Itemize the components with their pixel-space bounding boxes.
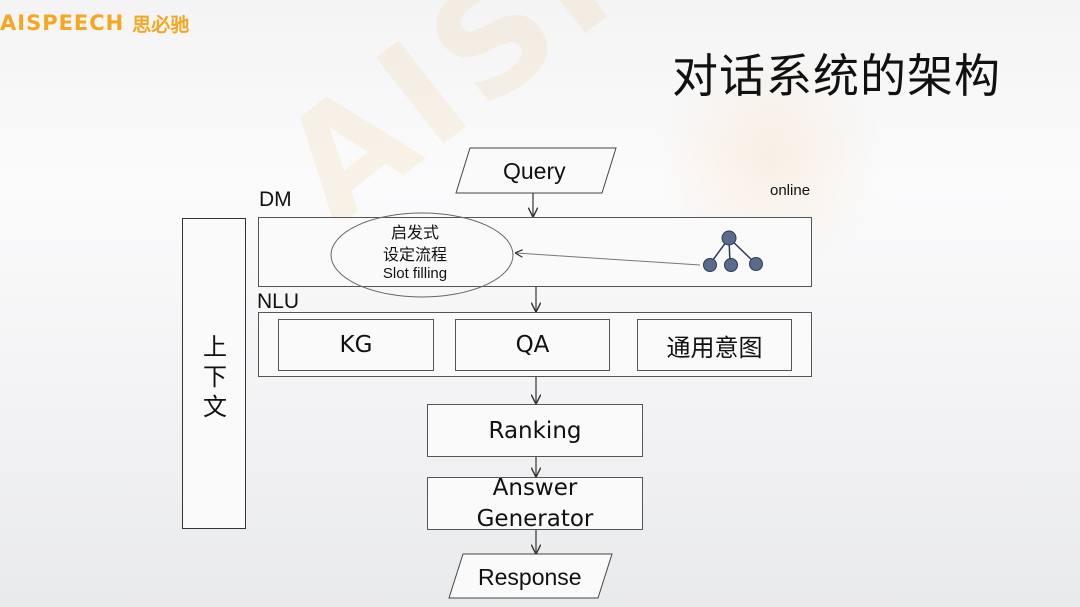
query-node <box>455 147 617 194</box>
nlu-label: NLU <box>257 290 300 313</box>
context-box <box>182 218 246 529</box>
ellipse-line-1: 启发式 <box>390 223 439 242</box>
query-label: Query <box>503 158 566 184</box>
tree-graph-icon <box>703 230 763 272</box>
answer-generator-line1: Answer <box>492 474 578 501</box>
logo-text-en: AISPEECH <box>0 11 125 35</box>
slide-title: 对话系统的架构 <box>672 49 1001 103</box>
answer-generator-box: Answer Generator <box>427 475 643 532</box>
ranking-label: Ranking <box>488 417 582 444</box>
response-label: Response <box>478 564 582 590</box>
nlu-module-qa: QA <box>455 319 610 371</box>
nlu-module-kg: KG <box>278 319 434 371</box>
ranking-box: Ranking <box>427 404 643 457</box>
online-label: online <box>770 182 811 199</box>
response-node <box>448 553 613 599</box>
qa-label: QA <box>515 332 550 358</box>
intent-label: 通用意图 <box>666 333 763 362</box>
ellipse-line-2: 设定流程 <box>382 245 447 264</box>
ellipse-line-3: Slot filling <box>382 265 448 282</box>
dm-label: DM <box>259 188 292 211</box>
logo-text-cn: 思必驰 <box>132 13 190 36</box>
nlu-module-intent: 通用意图 <box>637 319 792 371</box>
company-logo: AISPEECH 思必驰 <box>0 8 189 38</box>
arrow-online-to-ellipse <box>516 253 701 266</box>
context-label: 上下文 <box>203 333 227 421</box>
answer-generator-line2: Generator <box>476 505 594 532</box>
dm-ellipse <box>330 212 514 298</box>
kg-label: KG <box>339 332 373 358</box>
